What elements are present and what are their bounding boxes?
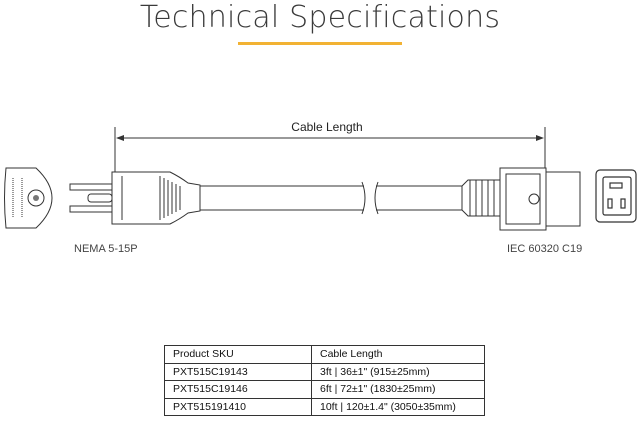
cable-diagram: Cable Length	[4, 120, 637, 231]
dimension-label: Cable Length	[291, 120, 362, 134]
table-row: PXT515C19146 6ft | 72±1" (1830±25mm)	[164, 380, 485, 399]
sku-cell: PXT515C19146	[164, 380, 312, 399]
plug-body	[111, 171, 201, 225]
cable	[200, 181, 462, 215]
sku-cell: PXT515C19143	[164, 362, 312, 381]
specs-table: Product SKU Cable Length PXT515C19143 3f…	[164, 345, 485, 416]
length-cell: 10ft | 120±1.4" (3050±35mm)	[311, 397, 485, 416]
length-cell: 6ft | 72±1" (1830±25mm)	[311, 380, 485, 399]
dimension-arrow-left	[116, 135, 124, 141]
c19-connector-body	[461, 167, 581, 231]
plug-prongs	[69, 183, 113, 213]
title-underline	[238, 42, 402, 45]
c19-socket-face-icon	[595, 169, 637, 223]
column-header-sku: Product SKU	[164, 345, 312, 364]
length-cell: 3ft | 36±1" (915±25mm)	[311, 362, 485, 381]
column-header-length: Cable Length	[311, 345, 485, 364]
dimension-line	[114, 127, 546, 174]
table-header-row: Product SKU Cable Length	[164, 345, 485, 364]
table-row: PXT515C19143 3ft | 36±1" (915±25mm)	[164, 362, 485, 381]
page-title: Technical Specifications	[139, 0, 501, 35]
dimension-arrow-right	[536, 135, 544, 141]
table-row: PXT515191410 10ft | 120±1.4" (3050±35mm)	[164, 397, 485, 416]
sku-cell: PXT515191410	[164, 397, 312, 416]
left-connector-label: NEMA 5-15P	[74, 243, 138, 255]
right-connector-label: IEC 60320 C19	[507, 243, 583, 255]
nema-plug-face-icon	[4, 167, 53, 229]
